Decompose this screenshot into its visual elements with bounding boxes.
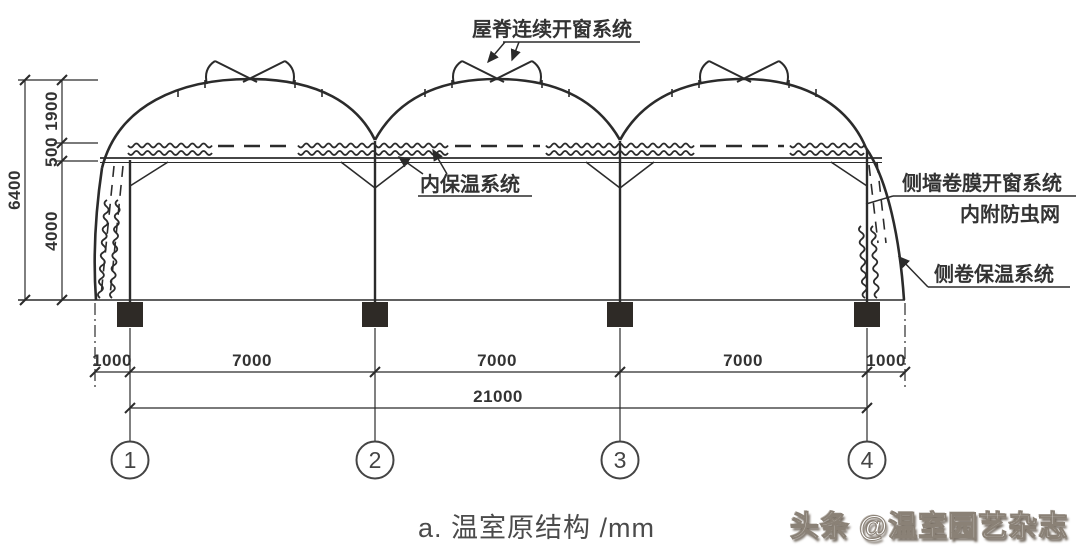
ridge-leader-1	[487, 41, 506, 64]
side-wall-right	[864, 147, 906, 301]
ridge-vent-3	[699, 60, 789, 85]
side-roll-leader	[897, 255, 929, 288]
arch-roof-2	[373, 77, 622, 141]
ridge-leader-2	[510, 41, 521, 62]
figure-caption: a. 温室原结构 /mm	[418, 513, 656, 543]
watermark-text: 头条 @温室园艺杂志	[789, 511, 1069, 544]
inner-insulation-label: 内保温系统	[420, 172, 520, 196]
side-wall-window-label: 侧墙卷膜开窗系统	[902, 171, 1062, 195]
side-roll-insulation-label: 侧卷保温系统	[934, 262, 1054, 286]
dim-total-span: 21000	[473, 387, 523, 406]
dim-bay3: 7000	[723, 351, 763, 370]
dim-total-height: 6400	[5, 170, 24, 210]
footing-1	[117, 302, 143, 327]
dim-bay1: 7000	[232, 351, 272, 370]
axis-number-4: 4	[861, 447, 874, 473]
axis-circle-3	[600, 440, 640, 480]
insect-net-label: 内附防虫网	[960, 202, 1060, 226]
bottom-dimension-lines	[89, 303, 911, 441]
footing-2	[362, 302, 388, 327]
dim-overhang-right: 1000	[866, 351, 906, 370]
axis-number-2: 2	[369, 447, 382, 473]
ridge-vent-1	[205, 60, 295, 85]
dim-overhang-left: 1000	[92, 351, 132, 370]
inner-insulation-leader-1	[397, 156, 424, 175]
left-dim-ticks	[19, 74, 68, 306]
axis-markers	[110, 440, 887, 480]
dim-wall-height: 4000	[42, 211, 61, 251]
side-wall-left	[93, 167, 104, 301]
footings	[117, 302, 880, 327]
structure-lines	[18, 60, 906, 302]
arch-roof-3	[618, 77, 868, 149]
axis-number-1: 1	[124, 447, 137, 473]
side-window-leader	[865, 195, 894, 205]
insulation-coils-sidewalls	[97, 199, 880, 299]
purlin-ticks	[177, 80, 817, 97]
ridge-vent-2	[452, 60, 542, 85]
dim-bay2: 7000	[477, 351, 517, 370]
side-wall-film-dashed	[100, 161, 887, 297]
dim-roof-rise: 1900	[42, 91, 61, 131]
footing-4	[854, 302, 880, 327]
dim-truss-depth: 500	[42, 137, 61, 167]
bottom-dim-ticks	[89, 366, 911, 414]
edge-extension-lines	[94, 303, 906, 387]
footing-3	[607, 302, 633, 327]
axis-circle-2	[355, 440, 395, 480]
inner-insulation-leader-2	[432, 148, 448, 175]
leader-lines	[397, 41, 1076, 288]
axis-circle-1	[110, 440, 150, 480]
left-dimension-lines	[18, 74, 98, 306]
ridge-window-label: 屋脊连续开窗系统	[472, 17, 632, 41]
axis-number-3: 3	[614, 447, 627, 473]
axis-circle-4	[847, 440, 887, 480]
